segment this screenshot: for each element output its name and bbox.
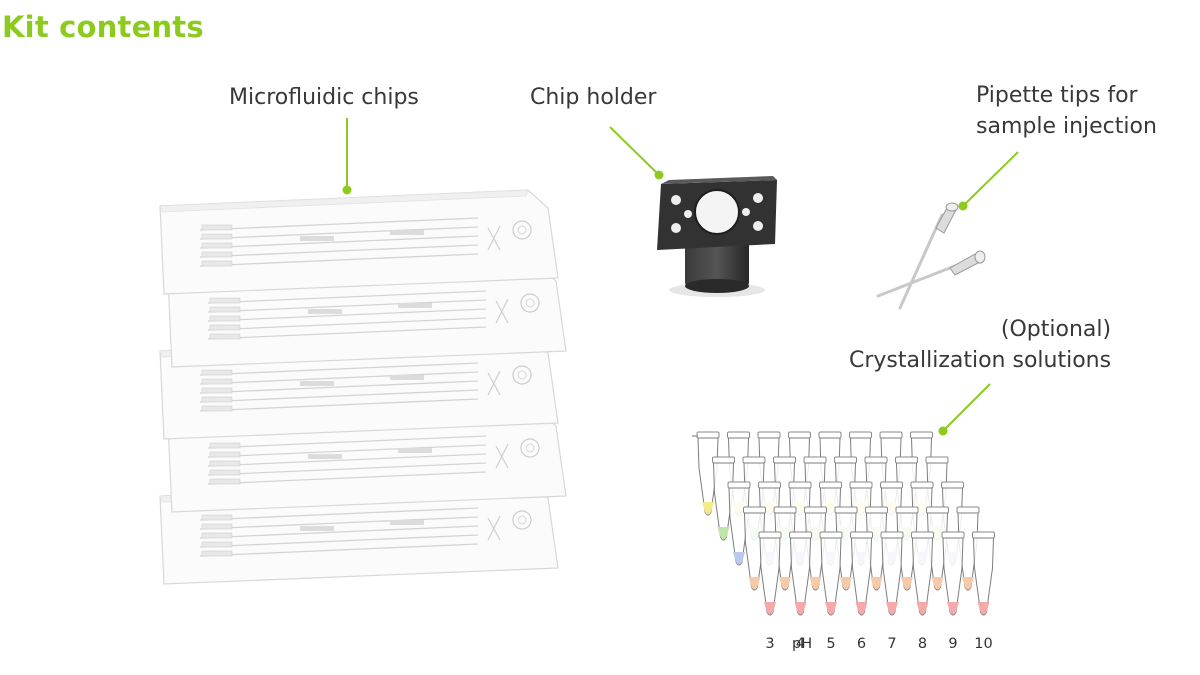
label-optional: (Optional) <box>1000 317 1112 342</box>
microfluidic-chips-stack <box>159 189 567 585</box>
callout-dot <box>958 201 968 211</box>
label-chip-holder: Chip holder <box>530 85 657 110</box>
label-crystallization-solutions: (Optional) Crystallization solutions <box>849 314 1111 376</box>
pipette-tip-icon <box>876 250 986 298</box>
ph-scale: pH 3 4 5 6 7 8 9 10 <box>765 636 992 652</box>
ph-value-label: 4 <box>796 636 805 652</box>
pcr-tube-icon <box>789 531 812 616</box>
pcr-tube-icon <box>941 531 965 616</box>
ph-value-label: 3 <box>765 636 774 652</box>
ph-value-label: 10 <box>974 636 992 652</box>
page-title: Kit contents <box>2 10 204 44</box>
callout-dot <box>342 185 352 195</box>
callout-line <box>962 151 1019 207</box>
callout-dot <box>654 170 664 180</box>
pipette-tips <box>876 202 986 310</box>
pcr-tube-icon <box>911 531 934 616</box>
pcr-tube-icon <box>758 531 782 616</box>
ph-prefix: pH <box>792 636 812 652</box>
pcr-tube-icon <box>850 531 873 616</box>
label-microfluidic-chips: Microfluidic chips <box>229 85 419 110</box>
label-pipette-tips-line2: sample injection <box>976 114 1157 139</box>
pcr-tube-icon <box>880 531 904 616</box>
ph-value-label: 6 <box>857 636 866 652</box>
callout-line <box>942 383 991 432</box>
ph-value-label: 5 <box>826 636 835 652</box>
callout-dot <box>938 426 948 436</box>
microfluidic-chip-icon <box>159 189 559 295</box>
pcr-tube-icon <box>819 531 843 616</box>
ph-value-label: 9 <box>948 636 957 652</box>
label-pipette-tips-line1: Pipette tips for <box>976 83 1138 108</box>
crystallization-tube-array <box>692 431 995 616</box>
label-crystallization-line2: Crystallization solutions <box>849 348 1112 373</box>
pcr-tube-icon <box>696 431 720 516</box>
callout-lines <box>342 118 1019 436</box>
ph-value-label: 8 <box>918 636 927 652</box>
chip-holder-icon <box>657 176 777 297</box>
callout-line <box>609 126 660 176</box>
ph-value-label: 7 <box>887 636 896 652</box>
label-pipette-tips: Pipette tips for sample injection <box>976 80 1157 142</box>
pcr-tube-icon <box>972 531 995 616</box>
pipette-tip-icon <box>898 202 959 310</box>
